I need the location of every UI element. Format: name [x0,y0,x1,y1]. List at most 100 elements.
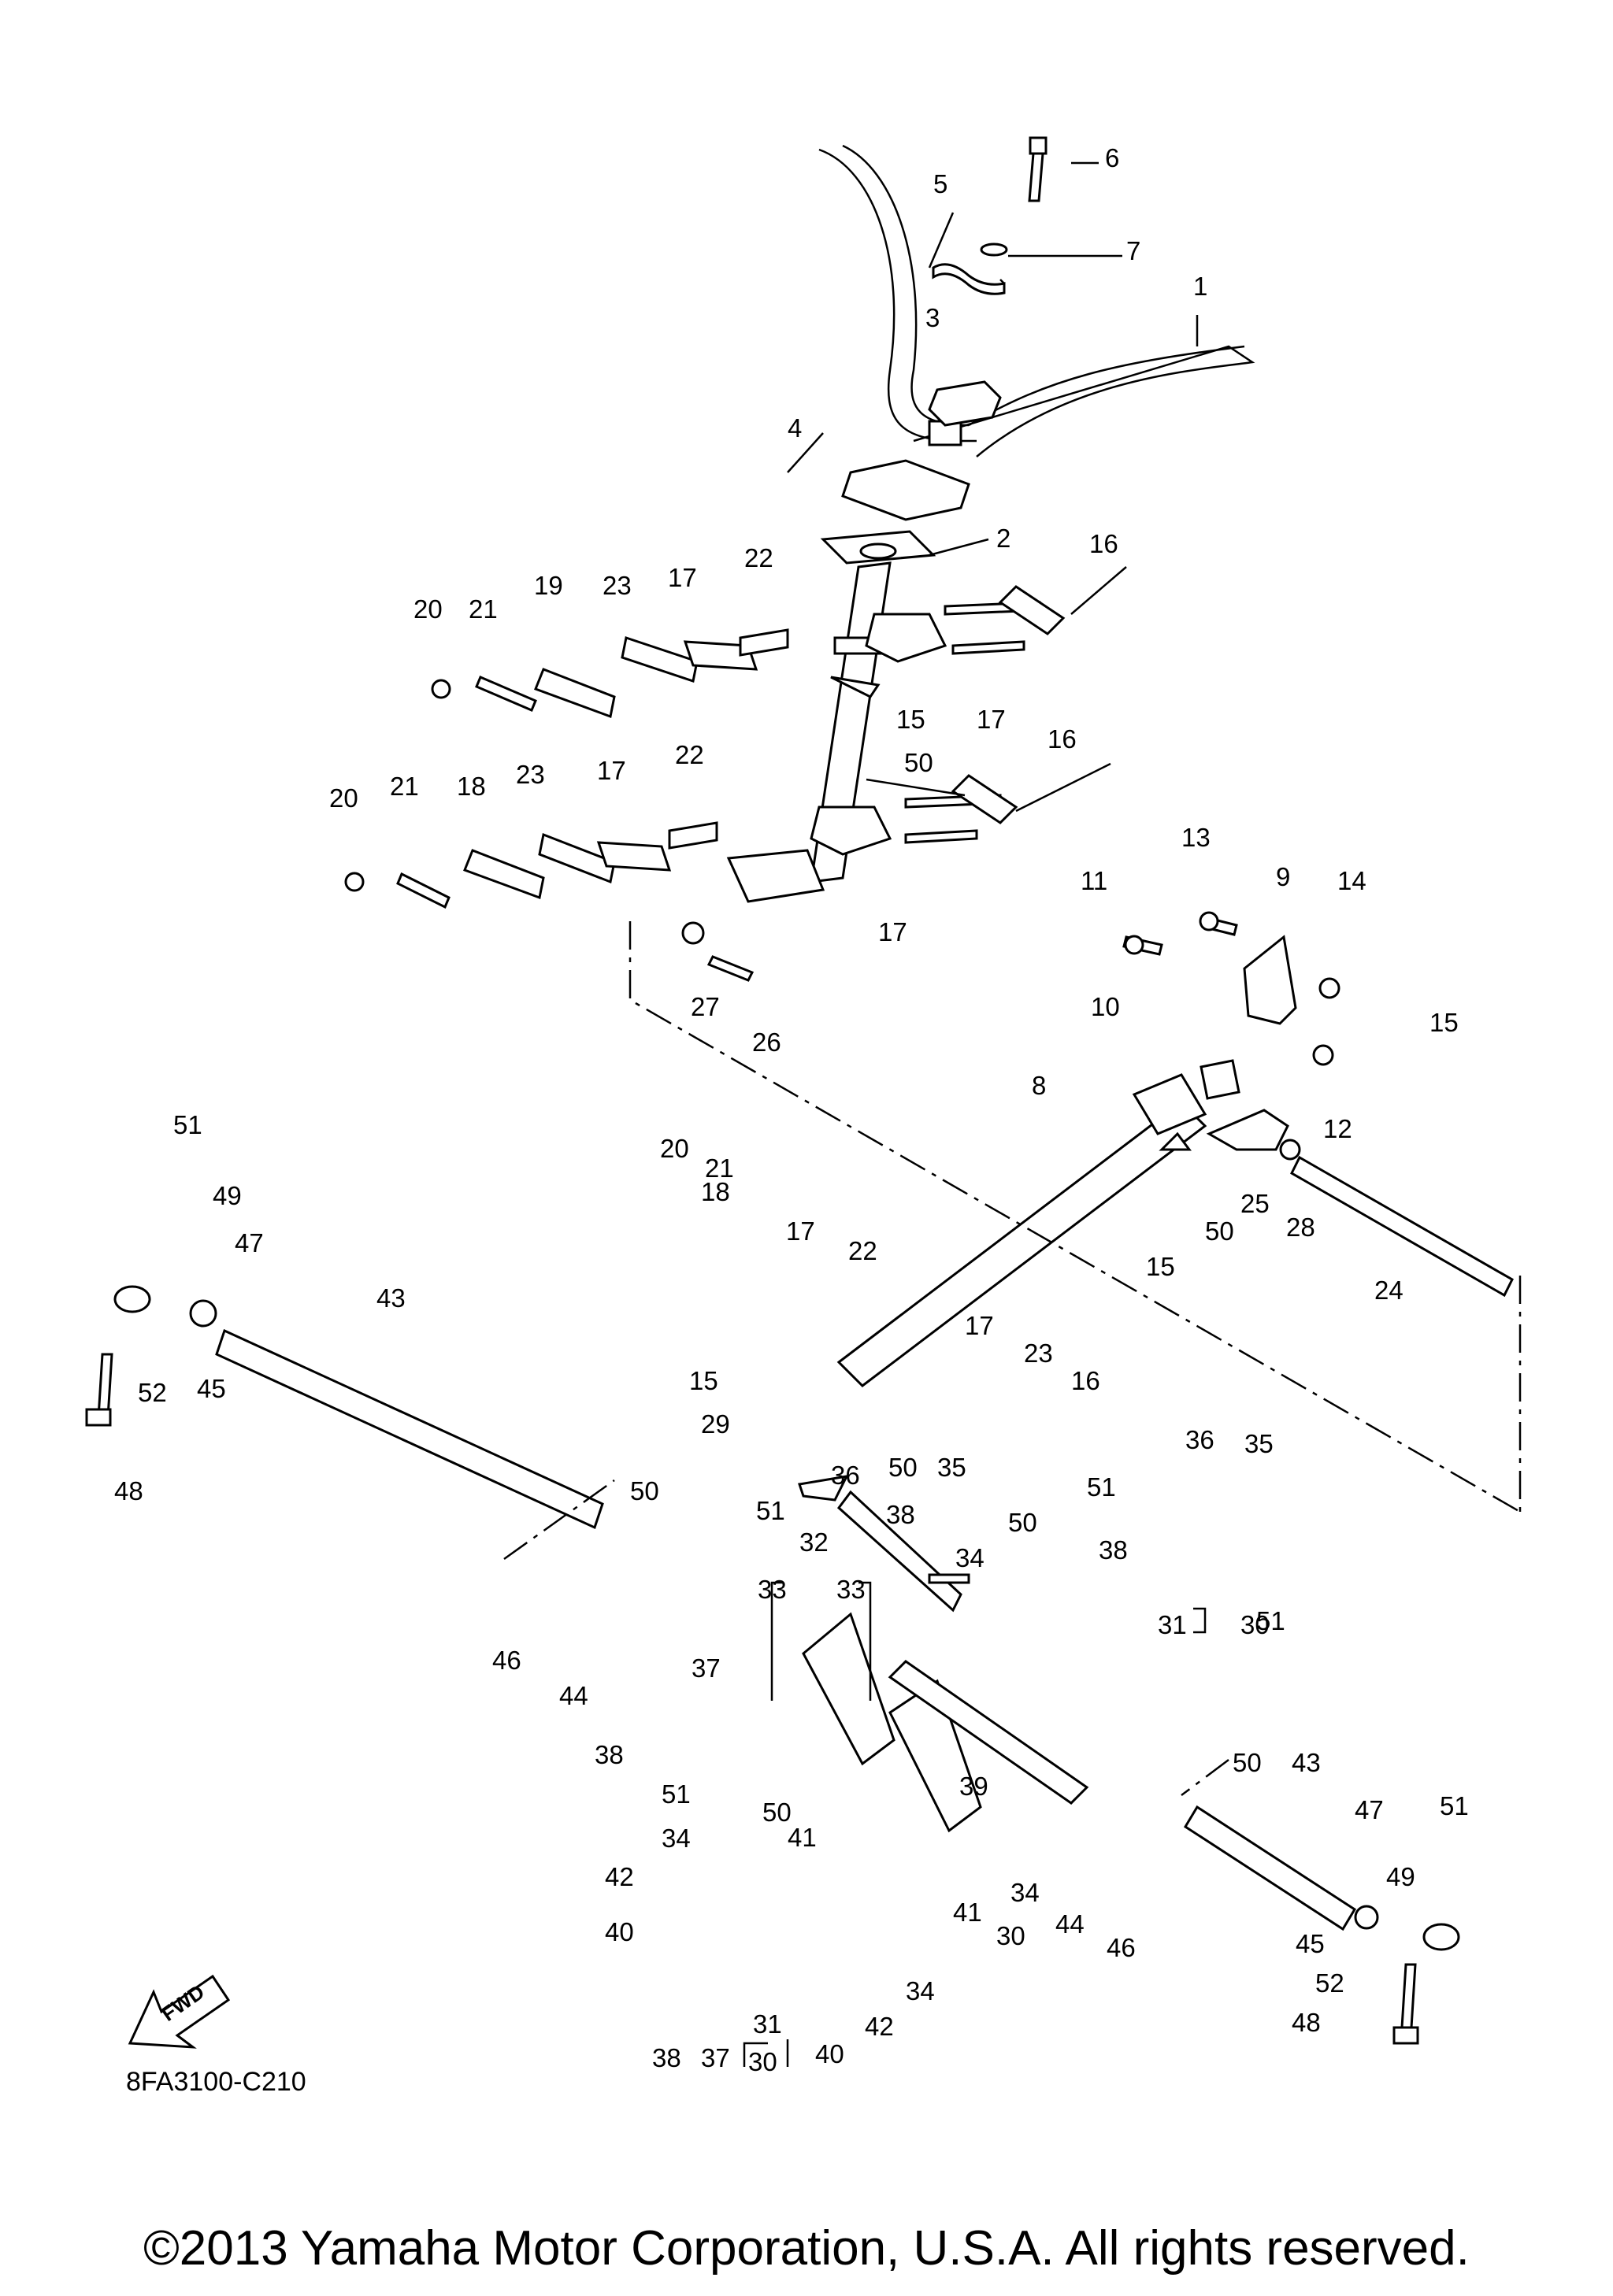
callout-42a: 42 [605,1862,634,1891]
washer-7 [980,243,1008,257]
handlebar-holder-lower [841,459,970,521]
callout-51f: 51 [1440,1791,1469,1820]
callout-17e: 17 [786,1217,815,1246]
callout-36b: 36 [1185,1425,1214,1454]
tie-rod-43-left [215,1328,604,1530]
callout-24: 24 [1374,1276,1403,1305]
callout-31b: 31 [753,2009,782,2039]
callout-28: 28 [1286,1213,1315,1242]
callout-33a: 33 [758,1575,787,1604]
callout-51e: 51 [662,1779,691,1809]
callout-16b: 16 [1048,724,1077,754]
callout-10: 10 [1091,992,1120,1021]
bolt-6 [1028,136,1048,202]
upper-linkage-group [344,585,1066,909]
rod-end-45-left [113,1285,217,1328]
callout-31a: 31 [1158,1610,1187,1639]
callout-50f: 50 [762,1798,792,1827]
callout-2: 2 [996,524,1010,553]
callout-labels: 1234567891011121314151515151616161717171… [114,143,1469,2076]
callout-21b: 21 [390,772,419,801]
callout-42b: 42 [865,2012,894,2041]
callout-33b: 33 [836,1575,866,1604]
callout-13: 13 [1181,823,1211,852]
callout-49a: 49 [213,1181,242,1210]
handlebar-holder-upper [928,380,1002,427]
callout-17d: 17 [878,917,907,946]
callout-17a: 17 [668,563,697,592]
callout-18a: 18 [457,772,486,801]
callout-48a: 48 [114,1476,143,1505]
callout-47b: 47 [1355,1795,1384,1824]
callout-15d: 15 [689,1366,718,1395]
callout-50e: 50 [1008,1508,1037,1537]
callout-34c: 34 [662,1824,691,1853]
callout-6: 6 [1105,143,1119,172]
callout-29: 29 [701,1409,730,1439]
callout-38d: 38 [652,2043,681,2072]
bolt-13 [1199,911,1238,936]
callout-34d: 34 [906,1976,935,2005]
callout-19: 19 [534,571,563,600]
callout-50g: 50 [1233,1748,1262,1777]
callout-20b: 20 [329,783,358,813]
callout-38c: 38 [595,1740,624,1769]
callout-39: 39 [959,1772,988,1801]
callout-34a: 34 [955,1543,984,1572]
callout-22a: 22 [744,543,773,572]
callout-32: 32 [799,1528,829,1557]
callout-17b: 17 [977,705,1006,734]
callout-16c: 16 [1071,1366,1100,1395]
callout-20c: 20 [660,1134,689,1163]
callout-17f: 17 [965,1311,994,1340]
callout-7: 7 [1126,236,1140,265]
callout-25: 25 [1240,1189,1270,1218]
rod-end-26-27 [681,921,755,982]
callout-22b: 22 [675,740,704,769]
callout-51d: 51 [1256,1606,1285,1635]
callout-51a: 51 [173,1110,202,1139]
callout-41a: 41 [788,1823,817,1852]
callout-22c: 22 [848,1236,877,1265]
callout-38a: 38 [886,1500,915,1529]
callout-26: 26 [752,1028,781,1057]
callout-4: 4 [788,413,802,443]
callout-36a: 36 [831,1461,860,1490]
callout-20a: 20 [413,594,443,624]
callout-21a: 21 [469,594,498,624]
fwd-arrow-icon: FWD [128,1974,231,2049]
callout-40a: 40 [605,1917,634,1946]
callout-34b: 34 [1010,1878,1040,1907]
callout-18b: 18 [701,1177,730,1206]
nut-12-14 [1312,977,1340,1066]
callout-46a: 46 [492,1646,521,1675]
callout-52a: 52 [138,1378,167,1407]
rod-end-25 [1206,1109,1301,1161]
callout-14: 14 [1337,866,1366,895]
cross-shaft [836,1073,1207,1387]
callout-15b: 15 [1429,1008,1459,1037]
callout-46b: 46 [1107,1933,1136,1962]
bushing-10 [1200,1059,1240,1100]
callout-35a: 35 [937,1453,966,1482]
callout-30c: 30 [748,2047,777,2076]
callout-43b: 43 [1292,1748,1321,1777]
callout-12: 12 [1323,1114,1352,1143]
callout-27: 27 [691,992,720,1021]
callout-48b: 48 [1292,2008,1321,2037]
callout-50a: 50 [904,748,933,777]
tie-rod-43-right [1183,1805,1357,1931]
callout-44a: 44 [559,1681,588,1710]
rod-24 [1290,1155,1514,1298]
callout-43a: 43 [376,1283,406,1313]
callout-40b: 40 [815,2039,844,2068]
callout-23b: 23 [516,760,545,789]
diagram-code: 8FA3100-C210 [126,2067,306,2097]
callout-21c: 21 [705,1154,734,1183]
copyright-notice: ©2013 Yamaha Motor Corporation, U.S.A. A… [143,2221,1470,2276]
bolt-48-right [1392,1963,1419,2045]
callout-50b: 50 [1205,1217,1234,1246]
leader-lines [503,161,1522,2067]
lower-arms [798,1475,1089,1833]
